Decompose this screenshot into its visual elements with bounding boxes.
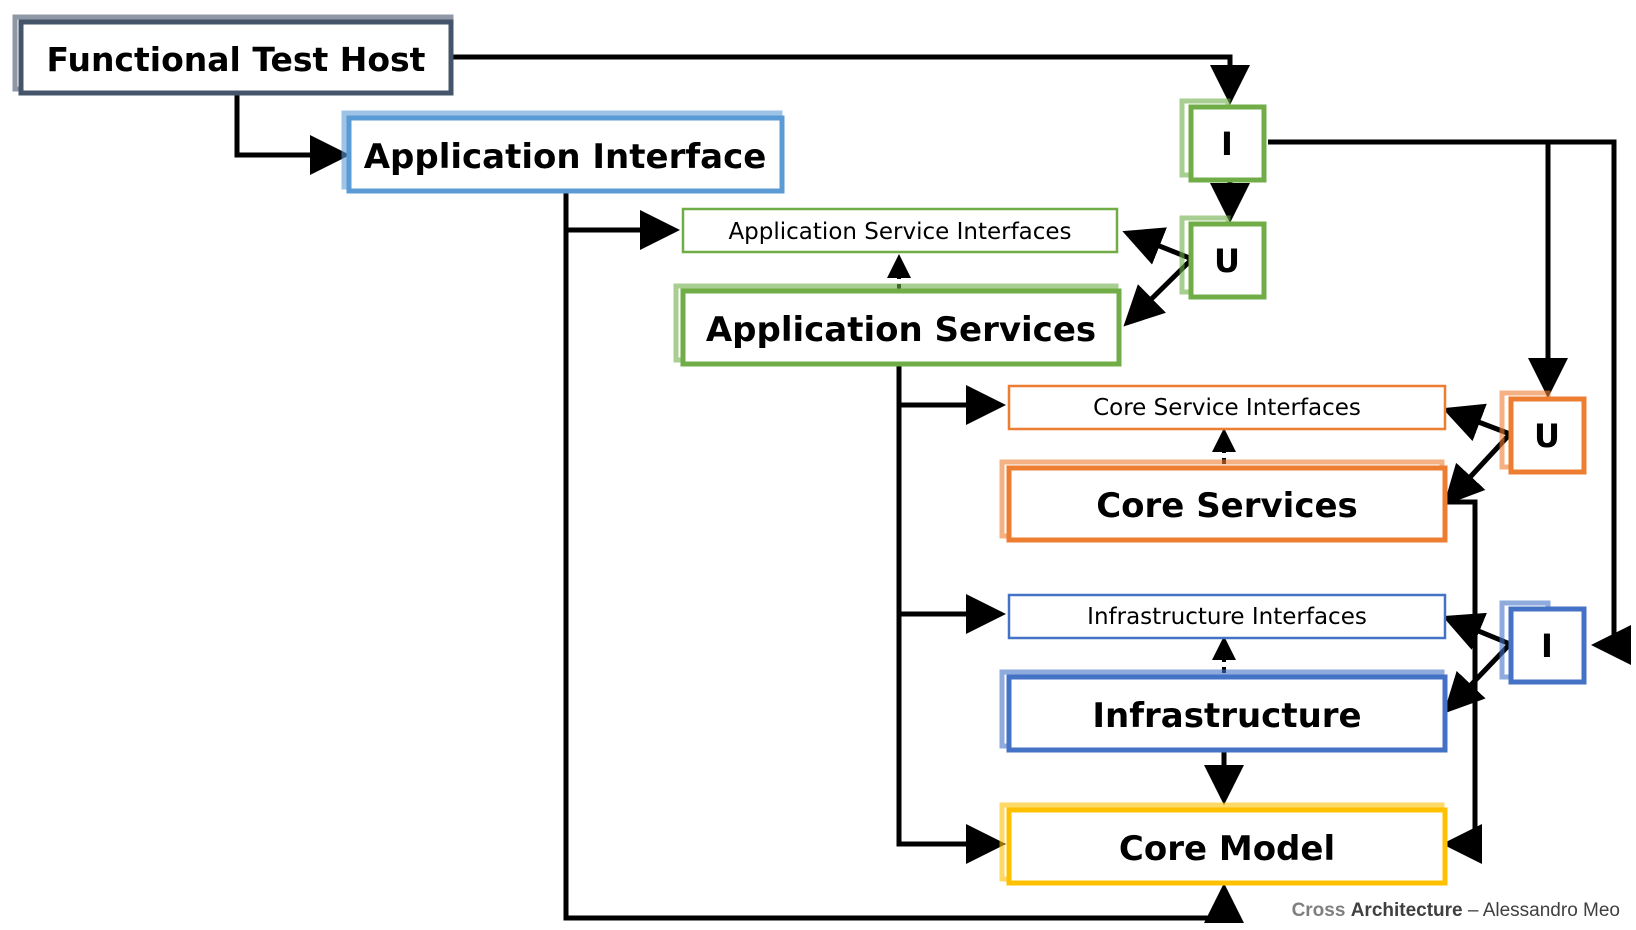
unit-marker-core: U [1499,390,1587,475]
infrastructure-box: Infrastructure [999,669,1448,753]
arrow-host-to-integration-top [433,54,1250,105]
core-service-interfaces-box: Core Service Interfaces [1007,384,1447,431]
unit-marker-app-label: U [1214,242,1240,280]
core-model-box: Core Model [999,802,1448,886]
core-model-label: Core Model [1119,829,1335,869]
arrow-integration-to-integration-infra [1548,139,1631,665]
arrow-as-to-core-model [896,614,1006,864]
infrastructure-interfaces-box: Infrastructure Interfaces [1007,593,1447,640]
credit-line: Cross Architecture – Alessandro Meo [1292,900,1620,921]
unit-marker-core-label: U [1534,417,1560,455]
application-services-box: Application Services [673,283,1122,367]
infrastructure-label: Infrastructure [1092,696,1361,736]
credit-author: Alessandro Meo [1483,900,1620,921]
integration-marker-top-label: I [1221,125,1233,163]
infrastructure-interfaces-label: Infrastructure Interfaces [1087,604,1367,630]
arrow-app-interface-to-core-model [563,230,1244,923]
functional-test-host-label: Functional Test Host [47,40,426,79]
application-service-interfaces-box: Application Service Interfaces [681,207,1119,254]
credit-cross: Cross [1292,900,1346,921]
arrow-app-interface-to-asi [563,192,680,250]
functional-test-host-box: Functional Test Host [12,14,454,96]
integration-marker-top: I [1179,98,1267,183]
credit-architecture: Architecture [1351,900,1463,921]
credit-separator: – [1463,900,1483,921]
arrow-cs-to-core-model [1442,499,1482,864]
unit-marker-app: U [1179,215,1267,300]
integration-marker-infra: I [1499,600,1587,685]
arrow-as-to-csi [896,364,1006,425]
core-services-label: Core Services [1096,486,1358,526]
application-services-label: Application Services [706,310,1096,350]
arrow-host-to-app-interface [234,93,350,175]
arrow-as-to-ii [896,405,1006,634]
integration-marker-infra-label: I [1541,627,1553,665]
core-service-interfaces-label: Core Service Interfaces [1093,395,1361,421]
arrow-integration-to-unit-core [1268,139,1568,398]
core-services-box: Core Services [999,459,1448,543]
application-interface-box: Application Interface [341,110,785,194]
application-interface-label: Application Interface [364,137,767,177]
application-service-interfaces-label: Application Service Interfaces [728,219,1071,245]
